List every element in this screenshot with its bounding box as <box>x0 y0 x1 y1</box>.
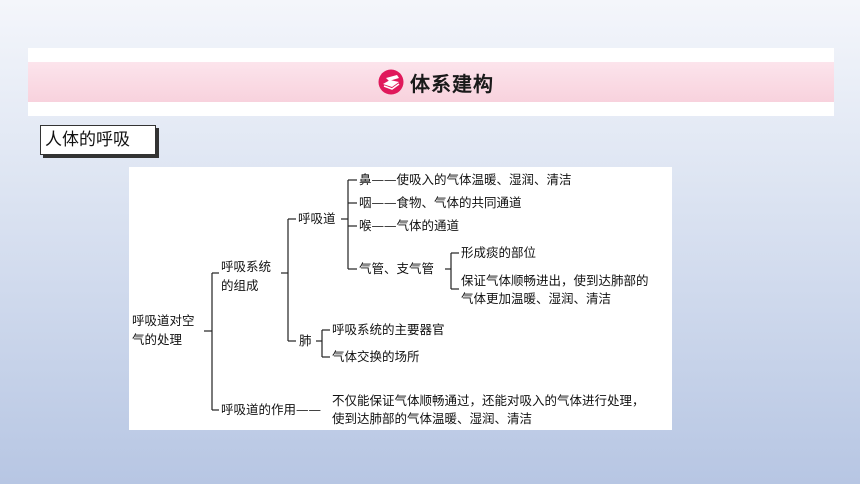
function-description-line1: 不仅能保证气体顺畅通过，还能对吸入的气体进行处理， <box>332 393 645 408</box>
nose-node: 鼻——使吸入的气体温暖、湿润、清洁 <box>359 172 572 187</box>
composition-line1: 呼吸系统 <box>221 259 272 274</box>
section-label: 人体的呼吸 <box>40 125 156 155</box>
function-node: 呼吸道的作用—— <box>221 402 322 417</box>
trachea-function-1: 形成痰的部位 <box>461 245 537 260</box>
book-pen-icon <box>378 69 404 95</box>
function-description: 不仅能保证气体顺畅通过，还能对吸入的气体进行处理， 使到达肺部的气体温暖、湿润、… <box>332 393 645 427</box>
trachea-function-2: 保证气体顺畅进出，使到达肺部的 气体更加温暖、湿润、清洁 <box>461 273 649 307</box>
trachea-node: 气管、支气管 <box>359 261 435 276</box>
function-description-line2: 使到达肺部的气体温暖、湿润、清洁 <box>332 411 533 426</box>
concept-map: 呼吸道对空 气的处理 呼吸系统 的组成 呼吸道 鼻——使吸入的气体温暖、湿润、清… <box>129 167 672 430</box>
lung-function-1: 呼吸系统的主要器官 <box>332 322 445 337</box>
lung-function-2: 气体交换的场所 <box>332 349 420 364</box>
pharynx-node: 咽——食物、气体的共同通道 <box>359 195 522 210</box>
root-node: 呼吸道对空 气的处理 <box>132 313 195 348</box>
root-line2: 气的处理 <box>132 332 183 347</box>
lung-node: 肺 <box>299 333 312 348</box>
banner-title-group: 体系建构 <box>378 67 494 97</box>
trachea-function-2-line1: 保证气体顺畅进出，使到达肺部的 <box>461 273 649 288</box>
connector-lines <box>204 179 459 411</box>
trachea-function-2-line2: 气体更加温暖、湿润、清洁 <box>461 291 612 306</box>
banner-stripe <box>28 62 834 102</box>
composition-node: 呼吸系统 的组成 <box>221 259 271 294</box>
banner-title: 体系建构 <box>410 71 494 96</box>
root-line1: 呼吸道对空 <box>132 313 195 328</box>
composition-line2: 的组成 <box>221 278 259 293</box>
airway-node: 呼吸道 <box>298 211 336 226</box>
larynx-node: 喉——气体的通道 <box>359 218 460 233</box>
section-banner: 体系建构 <box>28 48 834 116</box>
